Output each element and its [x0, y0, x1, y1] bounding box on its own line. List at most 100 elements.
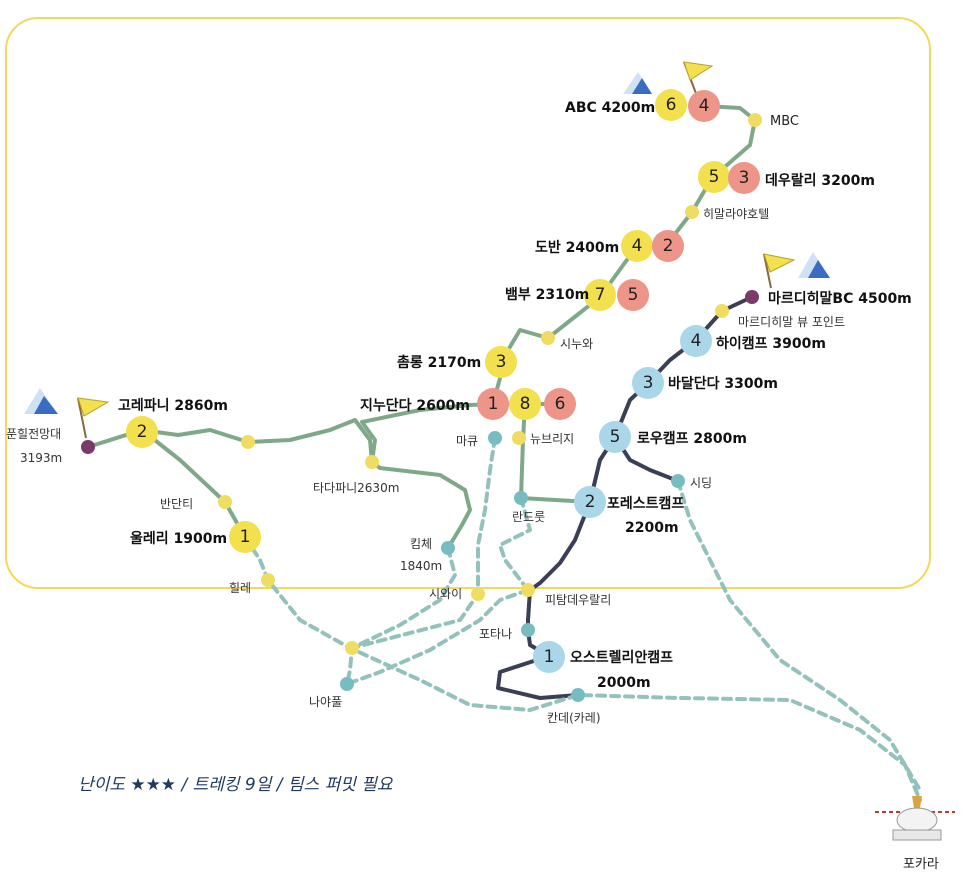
place-label: 칸데(카레): [547, 711, 601, 725]
stop-blue: 2: [574, 486, 606, 518]
waypoint-yellow: [715, 304, 729, 318]
summit-marker: [745, 290, 759, 304]
flag-icon-poonhill: [77, 397, 110, 439]
route-dashed-2: [345, 546, 530, 686]
stop-number: 1: [488, 394, 499, 414]
waypoint-yellow: [471, 587, 485, 601]
waypoints-layer: [81, 113, 762, 702]
map-frame: [5, 17, 931, 589]
stop-blue: 4: [680, 325, 712, 357]
stop-number: 6: [555, 394, 566, 414]
stop-blue: 5: [599, 421, 631, 453]
route-dashed-4: [498, 496, 532, 592]
place-label: 고레파니 2860m: [118, 398, 228, 414]
place-label: 킴체: [410, 537, 432, 551]
waypoint-yellow: [261, 573, 275, 587]
waypoint-yellow: [365, 455, 379, 469]
place-label: 뉴브리지: [530, 432, 574, 446]
place-label: 로우캠프 2800m: [637, 430, 747, 447]
stop-yellow: 3: [485, 346, 517, 378]
place-label: 나야풀: [309, 695, 342, 709]
place-label: 2200m: [625, 520, 679, 536]
stop-yellow: 1: [229, 521, 261, 553]
place-label: 반단티: [160, 497, 193, 511]
route-green-right: [519, 402, 592, 504]
waypoint-yellow: [345, 641, 359, 655]
stop-number: 4: [699, 96, 710, 116]
place-label: 힐레: [229, 581, 251, 595]
stop-red: 5: [617, 279, 649, 311]
place-label: 포카라: [903, 857, 939, 872]
mountain-icon-abc: [623, 72, 652, 94]
footer-info: 난이도 ★★★ / 트레킹 9일 / 팀스 퍼밋 필요: [78, 775, 394, 795]
stop-red: 1: [477, 388, 509, 420]
stop-number: 5: [709, 167, 720, 187]
route-green-route: [86, 418, 472, 550]
waypoint-yellow: [218, 495, 232, 509]
place-label: 피탐데우랄리: [545, 593, 611, 607]
waypoint-yellow: [521, 583, 535, 597]
stop-number: 4: [632, 236, 643, 256]
waypoint-teal: [521, 623, 535, 637]
route-dashed-5: [676, 479, 922, 792]
place-label: 시와이: [429, 587, 462, 601]
place-label: 타다파니2630m: [313, 481, 399, 495]
stop-number: 3: [643, 373, 654, 393]
stop-yellow: 4: [621, 230, 653, 262]
place-label: 포레스트캠프: [607, 495, 684, 512]
route-dark-upper: [588, 295, 754, 504]
stop-yellow: 6: [655, 89, 687, 121]
stop-number: 5: [610, 427, 621, 447]
stop-number: 3: [739, 168, 750, 188]
place-label: 촘롱 2170m: [397, 355, 481, 371]
stop-number: 3: [496, 352, 507, 372]
stop-yellow: 5: [698, 161, 730, 193]
stop-yellow: 2: [126, 416, 158, 448]
waypoint-yellow: [241, 435, 255, 449]
stop-number: 1: [544, 647, 555, 667]
waypoint-teal: [340, 677, 354, 691]
route-dashed-3: [350, 436, 497, 650]
place-label: 바달단다 3300m: [668, 375, 778, 392]
stop-number: 7: [595, 285, 606, 305]
place-label: 시누와: [560, 337, 593, 351]
waypoint-teal: [514, 491, 528, 505]
stop-number: 5: [628, 285, 639, 305]
waypoint-yellow: [541, 331, 555, 345]
place-label: 울레리 1900m: [130, 530, 227, 547]
place-label: 란드룻: [512, 510, 545, 524]
place-label: 뱀부 2310m: [505, 287, 589, 303]
waypoint-teal: [488, 431, 502, 445]
place-label: 마르디히말BC 4500m: [768, 290, 912, 307]
place-label: 하이캠프 3900m: [716, 335, 826, 352]
place-label: 포타나: [479, 627, 512, 641]
place-label: 히말라야호텔: [703, 207, 769, 221]
stop-blue: 3: [632, 367, 664, 399]
stop-number: 2: [663, 236, 674, 256]
place-label: 지누단다 2600m: [360, 397, 470, 414]
summit-marker: [81, 440, 95, 454]
stop-number: 4: [691, 331, 702, 351]
place-label: 마큐: [456, 434, 478, 448]
place-label: 3193m: [20, 451, 62, 465]
stop-red: 6: [544, 388, 576, 420]
mountain-icon-poonhill: [24, 388, 58, 414]
place-label: ABC 4200m: [565, 100, 655, 116]
waypoint-yellow: [748, 113, 762, 127]
waypoint-teal: [671, 474, 685, 488]
route-dashed-1: [243, 535, 922, 802]
stop-number: 6: [666, 95, 677, 115]
place-label: 시딩: [690, 476, 712, 490]
routes-layer: [86, 104, 922, 802]
waypoint-yellow: [685, 205, 699, 219]
place-label: 도반 2400m: [535, 239, 619, 256]
stop-red: 3: [728, 162, 760, 194]
place-label: 오스트렐리안캠프: [570, 649, 673, 666]
flag-icon-abc: [683, 61, 714, 97]
place-label: 마르디히말 뷰 포인트: [738, 315, 845, 329]
place-label: MBC: [770, 114, 799, 129]
stop-number: 2: [585, 492, 596, 512]
